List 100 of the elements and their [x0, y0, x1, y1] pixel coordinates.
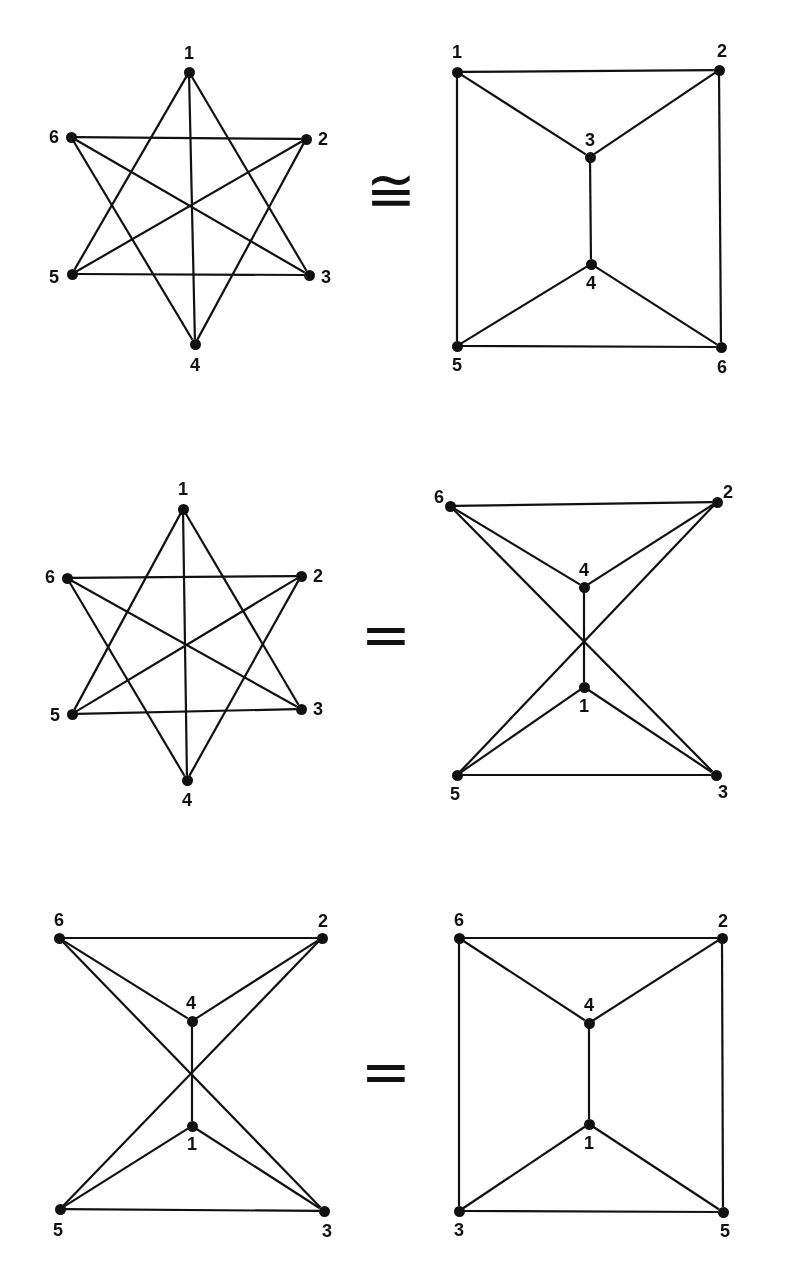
- vertex-dot: [578, 681, 590, 693]
- edge-line: [195, 939, 319, 1020]
- vertex-number: 1: [579, 697, 589, 715]
- edge-line: [195, 1127, 321, 1210]
- vertex-dot: [453, 1205, 465, 1217]
- edge-line: [77, 272, 304, 277]
- edge-line: [460, 265, 588, 345]
- edge-line: [717, 75, 723, 342]
- vertex-dot: [715, 341, 727, 353]
- vertex-dot: [583, 1017, 595, 1029]
- vertex-number: 2: [718, 912, 728, 930]
- edge-line: [453, 507, 581, 586]
- vertex-dot: [318, 1205, 330, 1217]
- edge-line: [76, 708, 297, 715]
- vertex-dot: [316, 932, 328, 944]
- vertex-dot: [578, 581, 590, 593]
- vertex-dot: [186, 1120, 198, 1132]
- vertex-number: 1: [187, 1135, 197, 1153]
- vertex-dot: [54, 1203, 66, 1215]
- vertex-dot: [61, 572, 73, 584]
- vertex-number: 3: [454, 1221, 464, 1239]
- edge-line: [196, 142, 305, 341]
- edge-line: [63, 1127, 189, 1208]
- vertex-number: 6: [717, 358, 727, 376]
- vertex-dot: [453, 932, 465, 944]
- vertex-number: 6: [54, 911, 64, 929]
- vertex-number: 5: [49, 268, 59, 286]
- edge-line: [462, 773, 711, 777]
- vertex-dot: [295, 703, 307, 715]
- edge-line: [593, 71, 716, 156]
- vertex-number: 5: [50, 706, 60, 724]
- edge-line: [592, 1125, 720, 1211]
- vertex-dot: [65, 131, 77, 143]
- vertex-dot: [189, 338, 201, 350]
- vertex-dot: [451, 340, 463, 352]
- vertex-number: 2: [318, 912, 328, 930]
- edge-line: [73, 512, 182, 711]
- vertex-number: 4: [182, 791, 192, 809]
- edge-line: [455, 77, 459, 341]
- vertex-dot: [183, 66, 195, 78]
- vertex-number: 5: [450, 785, 460, 803]
- edge-line: [464, 936, 717, 940]
- vertex-dot: [713, 64, 725, 76]
- vertex-number: 6: [45, 568, 55, 586]
- vertex-number: 2: [318, 130, 328, 148]
- edge-line: [457, 943, 461, 1206]
- vertex-dot: [710, 769, 722, 781]
- edge-line: [62, 939, 189, 1020]
- edge-line: [68, 581, 186, 777]
- vertex-dot: [66, 268, 78, 280]
- edge-line: [188, 76, 196, 340]
- vertex-dot: [451, 66, 463, 78]
- vertex-dot: [177, 503, 189, 515]
- vertex-dot: [584, 151, 596, 163]
- edge-line: [64, 936, 317, 940]
- vertex-number: 3: [718, 783, 728, 801]
- vertex-number: 2: [717, 42, 727, 60]
- edge-line: [462, 68, 714, 74]
- edge-line: [587, 1028, 591, 1119]
- edge-line: [462, 1125, 586, 1210]
- edge-line: [594, 265, 718, 346]
- vertex-number: 4: [186, 994, 196, 1012]
- vertex-dot: [53, 932, 65, 944]
- edge-line: [65, 1207, 319, 1213]
- vertex-number: 5: [720, 1222, 730, 1240]
- edge-line: [587, 503, 714, 586]
- vertex-number: 6: [434, 488, 444, 506]
- edge-line: [72, 140, 194, 341]
- edge-line: [190, 1026, 194, 1121]
- edge-line: [462, 939, 586, 1022]
- edge-line: [76, 135, 301, 141]
- vertex-dot: [66, 708, 78, 720]
- vertex-number: 4: [586, 274, 596, 292]
- vertex-number: 1: [452, 43, 462, 61]
- edge-line: [455, 500, 712, 508]
- edge-line: [188, 579, 300, 777]
- vertex-dot: [303, 269, 315, 281]
- vertex-dot: [711, 496, 723, 508]
- vertex-number: 1: [584, 1134, 594, 1152]
- edge-line: [460, 688, 581, 774]
- vertex-dot: [583, 1118, 595, 1130]
- edge-line: [587, 688, 713, 774]
- vertex-number: 4: [579, 561, 589, 579]
- vertex-number: 5: [452, 356, 462, 374]
- relation-symbol: =: [360, 1041, 412, 1101]
- edge-line: [582, 592, 586, 682]
- vertex-number: 3: [585, 131, 595, 149]
- vertex-number: 6: [454, 911, 464, 929]
- vertex-number: 5: [53, 1221, 63, 1239]
- vertex-dot: [186, 1015, 198, 1027]
- vertex-dot: [716, 932, 728, 944]
- vertex-number: 4: [584, 996, 594, 1014]
- edge-line: [73, 75, 188, 271]
- vertex-dot: [585, 258, 597, 270]
- edge-line: [190, 75, 308, 272]
- vertex-number: 4: [190, 356, 200, 374]
- vertex-dot: [444, 500, 456, 512]
- relation-symbol: =: [360, 604, 412, 664]
- edge-line: [72, 574, 296, 580]
- edge-line: [181, 514, 189, 775]
